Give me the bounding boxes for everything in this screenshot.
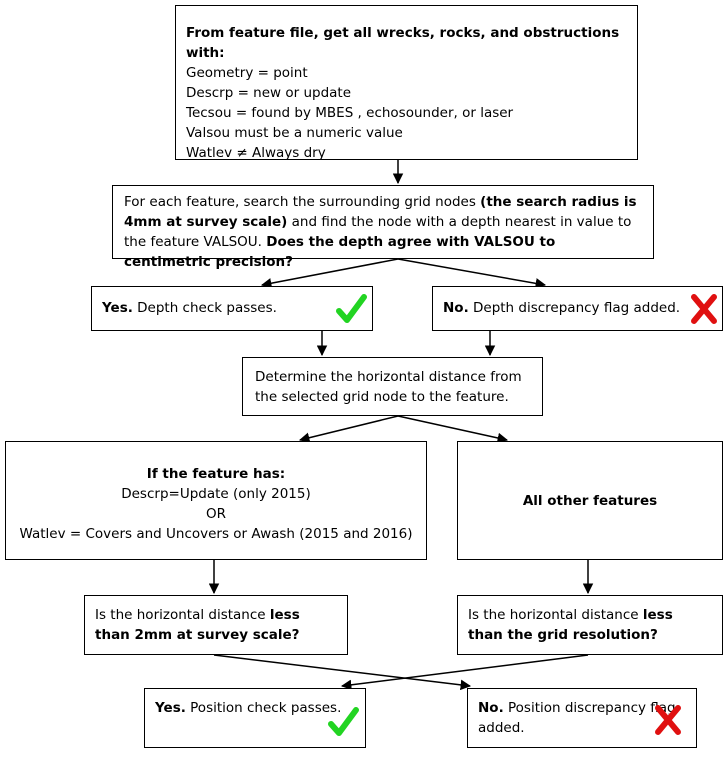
cross-icon xyxy=(655,705,681,735)
depth-pass-yes: Yes. xyxy=(102,300,133,316)
depth-agreement-question: Does the depth agree with VALSOU to cent… xyxy=(124,234,556,270)
arrow-box2-to-yes-depth xyxy=(260,258,399,289)
arrow-horizontal-to-right xyxy=(397,415,509,444)
depth-check-pass-box: Yes. Depth check passes. xyxy=(91,286,373,331)
question-grid-text: Is the horizontal distance xyxy=(468,607,643,623)
horizontal-distance-text: Determine the horizontal distance from t… xyxy=(255,369,522,405)
depth-search-text-1: For each feature, search the surrounding… xyxy=(124,194,481,210)
depth-discrepancy-text: Depth discrepancy flag added. xyxy=(468,300,681,316)
question-grid-resolution-box: Is the horizontal distance less than the… xyxy=(457,595,723,655)
question-2mm-bold: less than 2mm at survey scale? xyxy=(95,607,300,643)
depth-discrepancy-no: No. xyxy=(443,300,469,316)
criterion-geometry: Geometry = point xyxy=(186,65,308,81)
arrow-q-left-to-no-pos xyxy=(213,654,472,691)
special-features-descrp: Descrp=Update (only 2015) xyxy=(121,486,311,502)
depth-pass-text: Depth check passes. xyxy=(132,300,277,316)
arrow-q-right-to-yes-pos xyxy=(340,654,589,691)
depth-discrepancy-box: No. Depth discrepancy flag added. xyxy=(432,286,723,331)
horizontal-distance-box: Determine the horizontal distance from t… xyxy=(242,357,543,416)
other-features-heading: All other features xyxy=(522,493,658,509)
feature-selection-box: From feature file, get all wrecks, rocks… xyxy=(175,5,638,161)
criterion-watlev: Watlev ≠ Always dry xyxy=(186,145,326,161)
criterion-tecsou: Tecsou = found by MBES , echosounder, or… xyxy=(186,105,514,121)
position-pass-text: Position check passes. xyxy=(185,700,342,716)
arrow-horizontal-to-left xyxy=(298,415,399,443)
cross-icon xyxy=(691,294,717,324)
other-features-box: All other features xyxy=(457,441,723,560)
depth-search-text-2: and find the node with a depth nearest i… xyxy=(124,214,632,250)
question-grid-bold: less than the grid resolution? xyxy=(468,607,673,643)
special-features-box: If the feature has: Descrp=Update (only … xyxy=(5,441,427,560)
position-check-pass-box: Yes. Position check passes. xyxy=(144,688,366,748)
special-features-watlev: Watlev = Covers and Uncovers or Awash (2… xyxy=(19,526,413,542)
criterion-valsou: Valsou must be a numeric value xyxy=(186,125,403,141)
depth-search-box: For each feature, search the surrounding… xyxy=(112,185,654,270)
position-discrepancy-box: No. Position discrepancy flag added. xyxy=(467,688,697,748)
depth-search-radius: (the search radius is 4mm at survey scal… xyxy=(124,194,637,230)
check-icon xyxy=(336,294,367,323)
check-icon xyxy=(328,707,359,736)
feature-selection-heading: From feature file, get all wrecks, rocks… xyxy=(186,25,620,61)
question-2mm-box: Is the horizontal distance less than 2mm… xyxy=(84,595,348,655)
special-features-heading: If the feature has: xyxy=(146,466,286,482)
question-2mm-text: Is the horizontal distance xyxy=(95,607,270,623)
position-discrepancy-text: Position discrepancy flag added. xyxy=(478,700,676,736)
position-pass-yes: Yes. xyxy=(155,700,186,716)
special-features-or: OR xyxy=(205,506,226,522)
arrow-box2-to-no-depth xyxy=(397,258,547,289)
position-discrepancy-no: No. xyxy=(478,700,504,716)
criterion-descrp: Descrp = new or update xyxy=(186,85,352,101)
